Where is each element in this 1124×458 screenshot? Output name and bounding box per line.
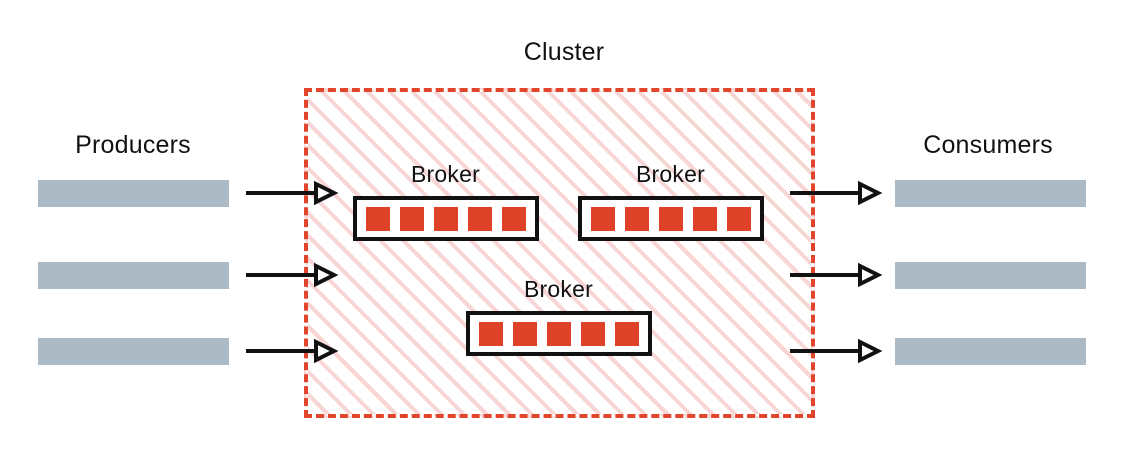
producer-arrow-3-icon <box>246 338 339 364</box>
consumer-arrow-3-icon <box>790 338 883 364</box>
partition <box>693 206 717 231</box>
partition <box>625 206 649 231</box>
cluster-title: Cluster <box>523 38 605 66</box>
partition <box>366 206 390 231</box>
partition <box>659 206 683 231</box>
producer-arrow-1-icon <box>246 180 339 206</box>
partition <box>727 206 751 231</box>
consumer-arrow-1-icon <box>790 180 883 206</box>
broker-1-label: Broker <box>411 161 480 187</box>
partition <box>400 206 424 231</box>
producer-node-3[interactable] <box>38 338 229 365</box>
broker-2[interactable] <box>578 196 764 241</box>
broker-3[interactable] <box>466 311 652 356</box>
partition <box>591 206 615 231</box>
consumers-title: Consumers <box>923 131 1053 159</box>
partition <box>581 321 605 346</box>
partition <box>547 321 571 346</box>
producer-arrow-2-icon <box>246 262 339 288</box>
partition <box>434 206 458 231</box>
consumer-arrow-2-icon <box>790 262 883 288</box>
cluster-boundary <box>304 88 815 418</box>
partition <box>502 206 526 231</box>
partition <box>479 321 503 346</box>
partition <box>513 321 537 346</box>
partition <box>615 321 639 346</box>
consumer-node-2[interactable] <box>895 262 1086 289</box>
consumer-node-3[interactable] <box>895 338 1086 365</box>
broker-1[interactable] <box>353 196 539 241</box>
producer-node-2[interactable] <box>38 262 229 289</box>
broker-3-label: Broker <box>524 276 593 302</box>
consumer-node-1[interactable] <box>895 180 1086 207</box>
producers-title: Producers <box>75 131 191 159</box>
partition <box>468 206 492 231</box>
producer-node-1[interactable] <box>38 180 229 207</box>
broker-2-label: Broker <box>636 161 705 187</box>
